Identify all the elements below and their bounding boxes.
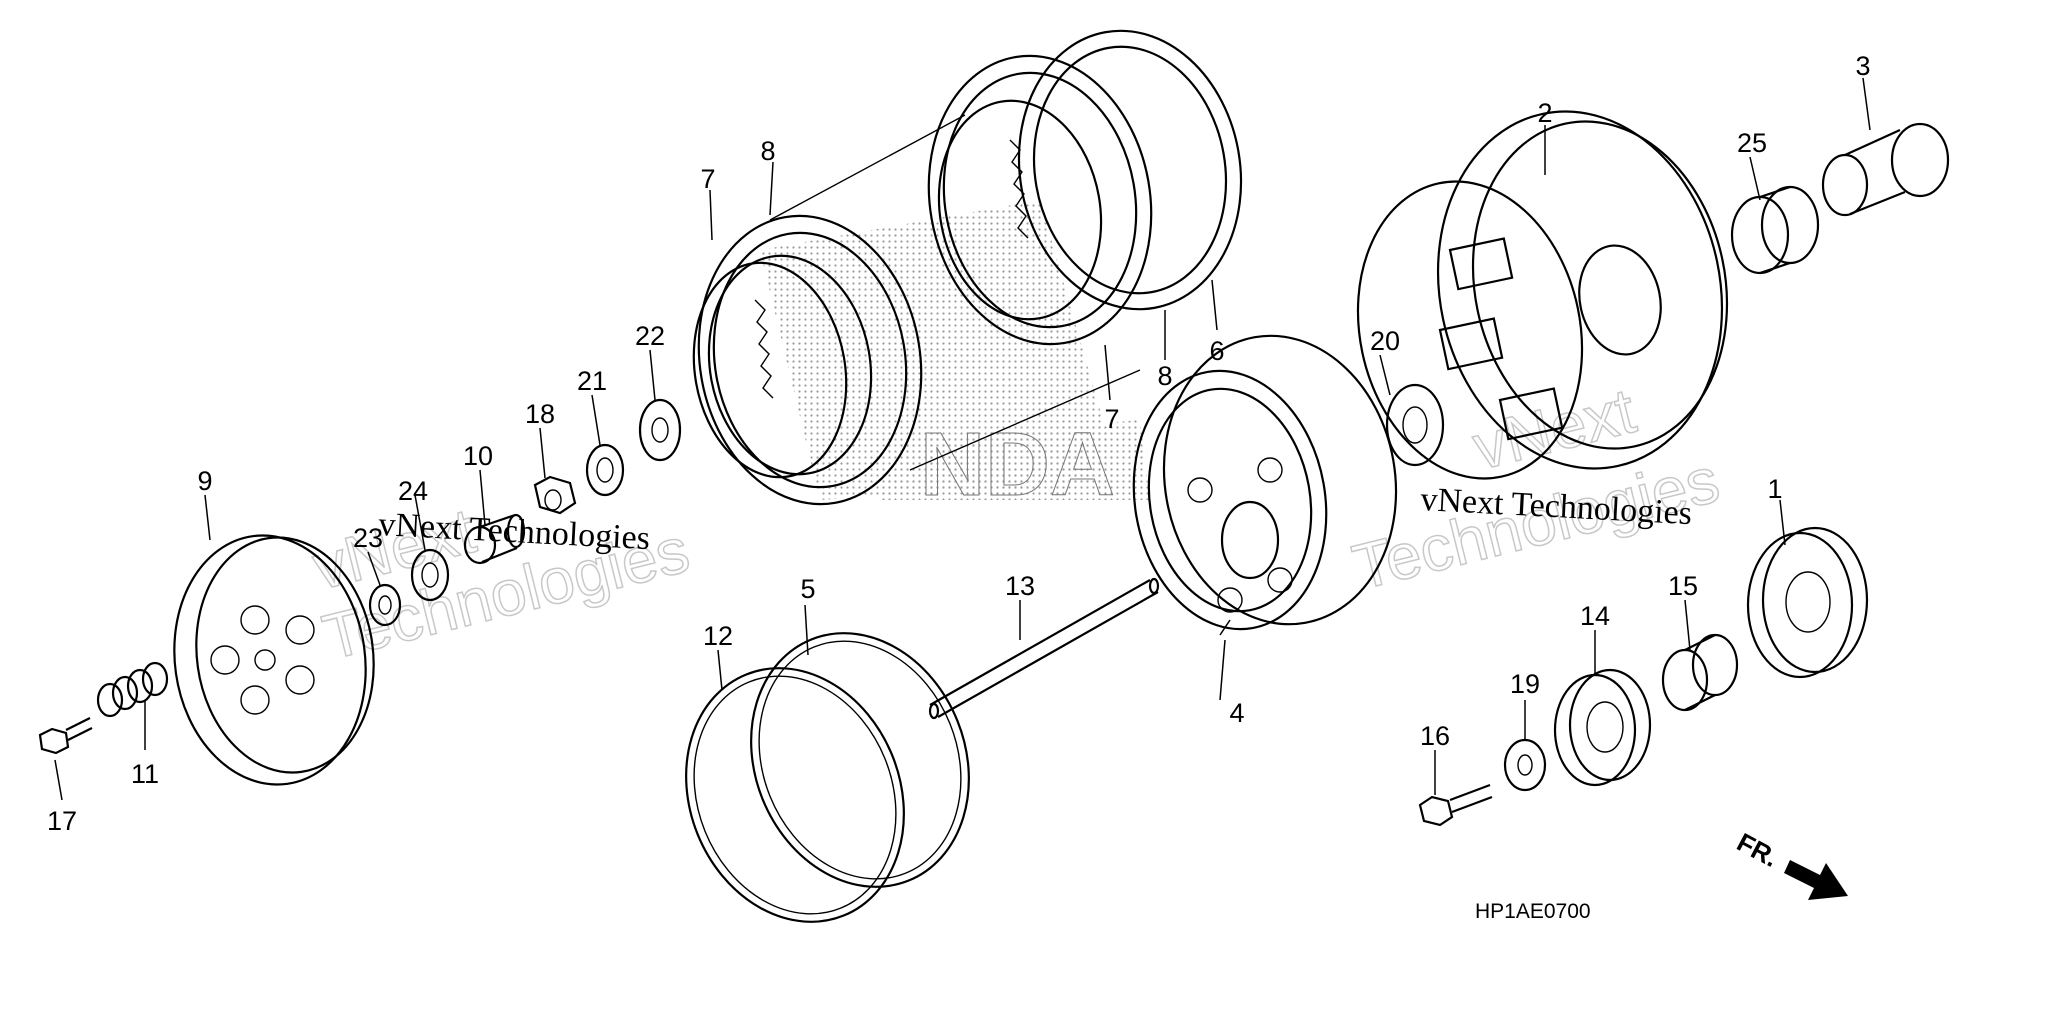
svg-text:NDA: NDA bbox=[920, 415, 1115, 515]
callout-10: 10 bbox=[463, 441, 493, 471]
callout-5: 5 bbox=[800, 574, 815, 604]
washer-23-icon bbox=[368, 583, 402, 627]
collar-15-icon bbox=[1661, 633, 1739, 712]
front-direction-label: FR. bbox=[1732, 827, 1783, 873]
bearing-24-icon bbox=[410, 548, 450, 602]
callout-8a: 8 bbox=[760, 136, 775, 166]
lifter-rod-icon bbox=[928, 577, 1160, 720]
washer-21-icon bbox=[585, 443, 625, 497]
callout-6: 6 bbox=[1209, 336, 1224, 366]
front-direction-arrow-icon: FR. bbox=[1732, 827, 1848, 900]
collar-icon bbox=[1821, 122, 1950, 217]
pressure-plate-icon bbox=[173, 534, 375, 786]
lock-nut-18-icon bbox=[533, 475, 577, 515]
callout-19: 19 bbox=[1510, 669, 1540, 699]
callout-16: 16 bbox=[1420, 721, 1450, 751]
o-ring-12-icon bbox=[685, 667, 905, 923]
callout-7a: 7 bbox=[700, 164, 715, 194]
bolt-16-icon bbox=[1418, 783, 1493, 827]
washer-19-icon bbox=[1503, 738, 1547, 792]
needle-bearing-icon bbox=[1730, 185, 1820, 275]
primary-gear-1-icon bbox=[1746, 526, 1869, 679]
honda-logo-watermark-icon: NDA bbox=[760, 200, 1150, 516]
callout-2: 2 bbox=[1537, 98, 1552, 128]
callout-3: 3 bbox=[1855, 51, 1870, 81]
callout-labels: 1 2 3 4 5 6 7 7 8 8 9 10 11 12 13 14 15 … bbox=[47, 51, 1871, 836]
diagram-code: HP1AE0700 bbox=[1475, 900, 1591, 923]
callout-22: 22 bbox=[635, 321, 665, 351]
callout-7b: 7 bbox=[1104, 404, 1119, 434]
callout-20: 20 bbox=[1370, 326, 1400, 356]
washer-20-icon bbox=[1385, 383, 1445, 467]
callout-4: 4 bbox=[1229, 698, 1244, 728]
callout-18: 18 bbox=[525, 399, 555, 429]
callout-17: 17 bbox=[47, 806, 77, 836]
callout-21: 21 bbox=[577, 366, 607, 396]
callout-1: 1 bbox=[1767, 474, 1782, 504]
callout-25: 25 bbox=[1737, 128, 1767, 158]
callout-11: 11 bbox=[131, 759, 159, 789]
callout-14: 14 bbox=[1580, 601, 1610, 631]
lifter-plate-22-icon bbox=[638, 398, 682, 462]
lifter-piece-10-icon bbox=[463, 513, 526, 565]
callout-23: 23 bbox=[353, 523, 383, 553]
bolt-17-icon bbox=[38, 717, 93, 755]
callout-15: 15 bbox=[1668, 571, 1698, 601]
drive-gear-14-icon bbox=[1553, 668, 1652, 787]
callout-24: 24 bbox=[398, 476, 428, 506]
leader-lines bbox=[54, 77, 1871, 801]
clutch-outer-icon bbox=[1356, 110, 1729, 480]
callout-12: 12 bbox=[703, 621, 733, 651]
callout-13: 13 bbox=[1005, 571, 1035, 601]
clutch-spring-icon bbox=[96, 661, 169, 718]
callout-9: 9 bbox=[197, 466, 212, 496]
clutch-plates-icon bbox=[692, 29, 1243, 506]
o-ring-5-icon bbox=[750, 632, 970, 888]
clutch-center-icon bbox=[1132, 334, 1398, 631]
callout-8b: 8 bbox=[1157, 361, 1172, 391]
